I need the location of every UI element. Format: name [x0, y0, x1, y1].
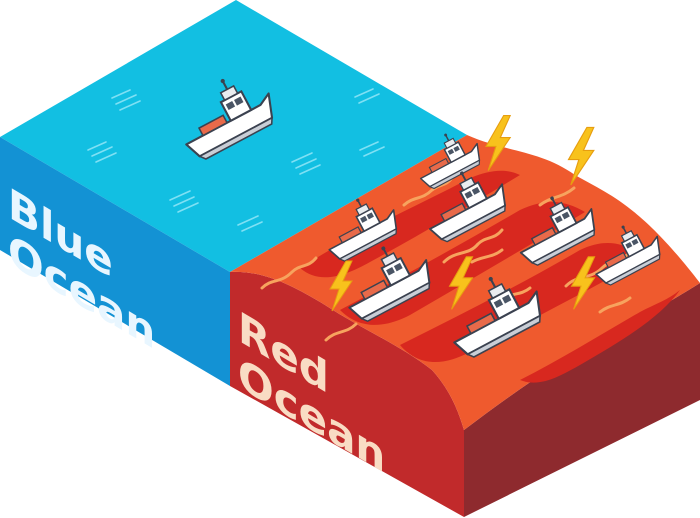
blue-wave-lines — [87, 88, 385, 232]
red-ocean-right-side — [464, 283, 700, 517]
red-ocean-front-side — [230, 271, 464, 517]
blue-ocean-side — [0, 137, 230, 386]
